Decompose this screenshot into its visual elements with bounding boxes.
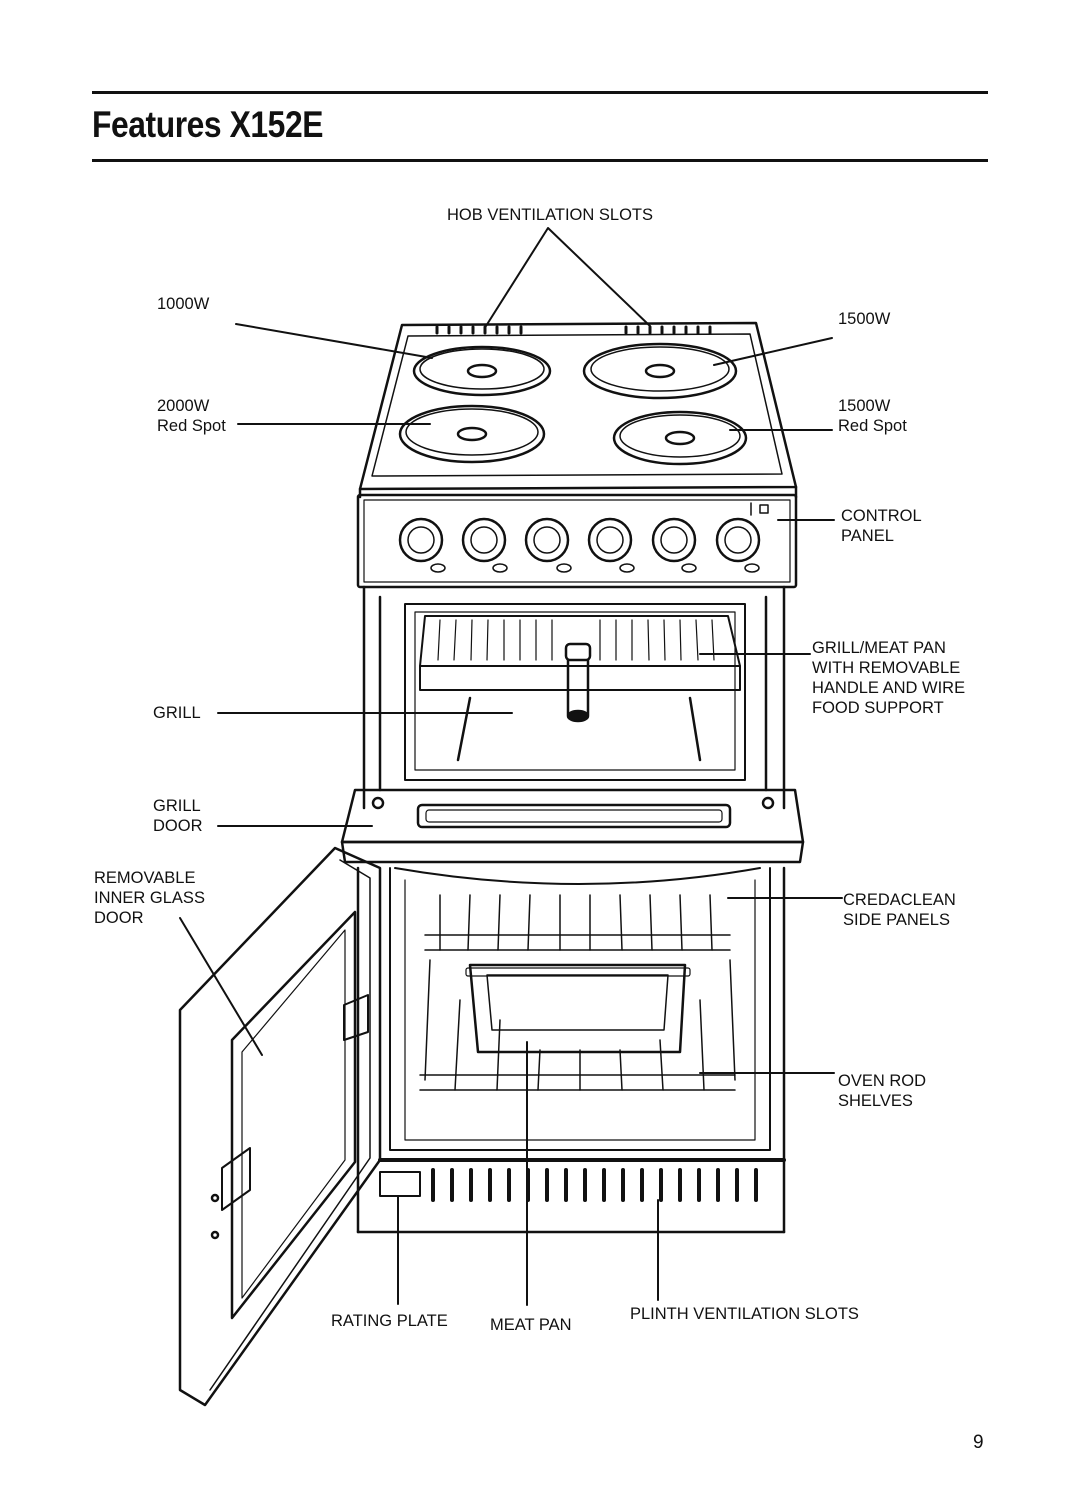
label-oven-rod-shelves: OVEN ROD SHELVES [838,1072,927,1110]
label-hotplate-1000w: 1000W [157,295,210,313]
label-removable-inner-glass-door: REMOVABLE INNER GLASS DOOR [94,869,205,927]
rating-plate [379,1171,421,1197]
control-knobs [398,517,761,563]
leader-inner-glass-door [179,917,263,1056]
label-rating-plate: RATING PLATE [331,1312,448,1330]
leader-lines [179,227,843,1306]
label-hotplate-1500w-red-spot: 1500W Red Spot [838,397,907,435]
label-control-panel: CONTROL PANEL [841,507,922,545]
page-title: Features X152E [92,104,324,145]
leader-hob-vents [485,227,651,327]
grill-pan-handle [564,642,592,723]
oven-door [178,846,382,1407]
label-hotplate-2000w-red-spot: 2000W Red Spot [157,397,226,435]
grill-door [340,788,805,864]
oven-shelf-lower [419,959,736,1091]
label-hotplate-1500w-rear: 1500W [838,310,891,328]
hotplate-front-right [612,410,748,466]
label-meat-pan: MEAT PAN [490,1316,572,1334]
oven-shelf-upper [424,894,731,951]
page-number: 9 [973,1432,984,1453]
leader-1500w-rear [713,337,833,366]
label-grill-door: GRILL DOOR [153,797,203,835]
oven-compartment [389,867,771,1151]
grill-compartment [378,595,768,792]
plinth-vent-slots [431,1168,758,1202]
indicator-lights [430,502,769,573]
hotplate-front-left [398,404,546,464]
label-grill: GRILL [153,704,201,722]
label-credaclean-side-panels: CREDACLEAN SIDE PANELS [843,891,956,929]
meat-pan [465,963,691,1054]
label-hob-ventilation-slots: HOB VENTILATION SLOTS [447,206,653,224]
label-grill-meat-pan: GRILL/MEAT PAN WITH REMOVABLE HANDLE AND… [812,639,966,717]
hotplate-rear-right [582,342,738,400]
leader-1000w [235,323,433,359]
hotplate-rear-left [412,345,552,397]
top-rule [92,91,988,94]
hob [358,321,798,499]
label-plinth-ventilation-slots: PLINTH VENTILATION SLOTS [630,1305,859,1323]
control-panel [356,493,798,589]
oven-body [356,585,786,1234]
title-underline [92,159,988,162]
plinth [378,1158,786,1202]
hob-vent-slots [435,325,712,335]
